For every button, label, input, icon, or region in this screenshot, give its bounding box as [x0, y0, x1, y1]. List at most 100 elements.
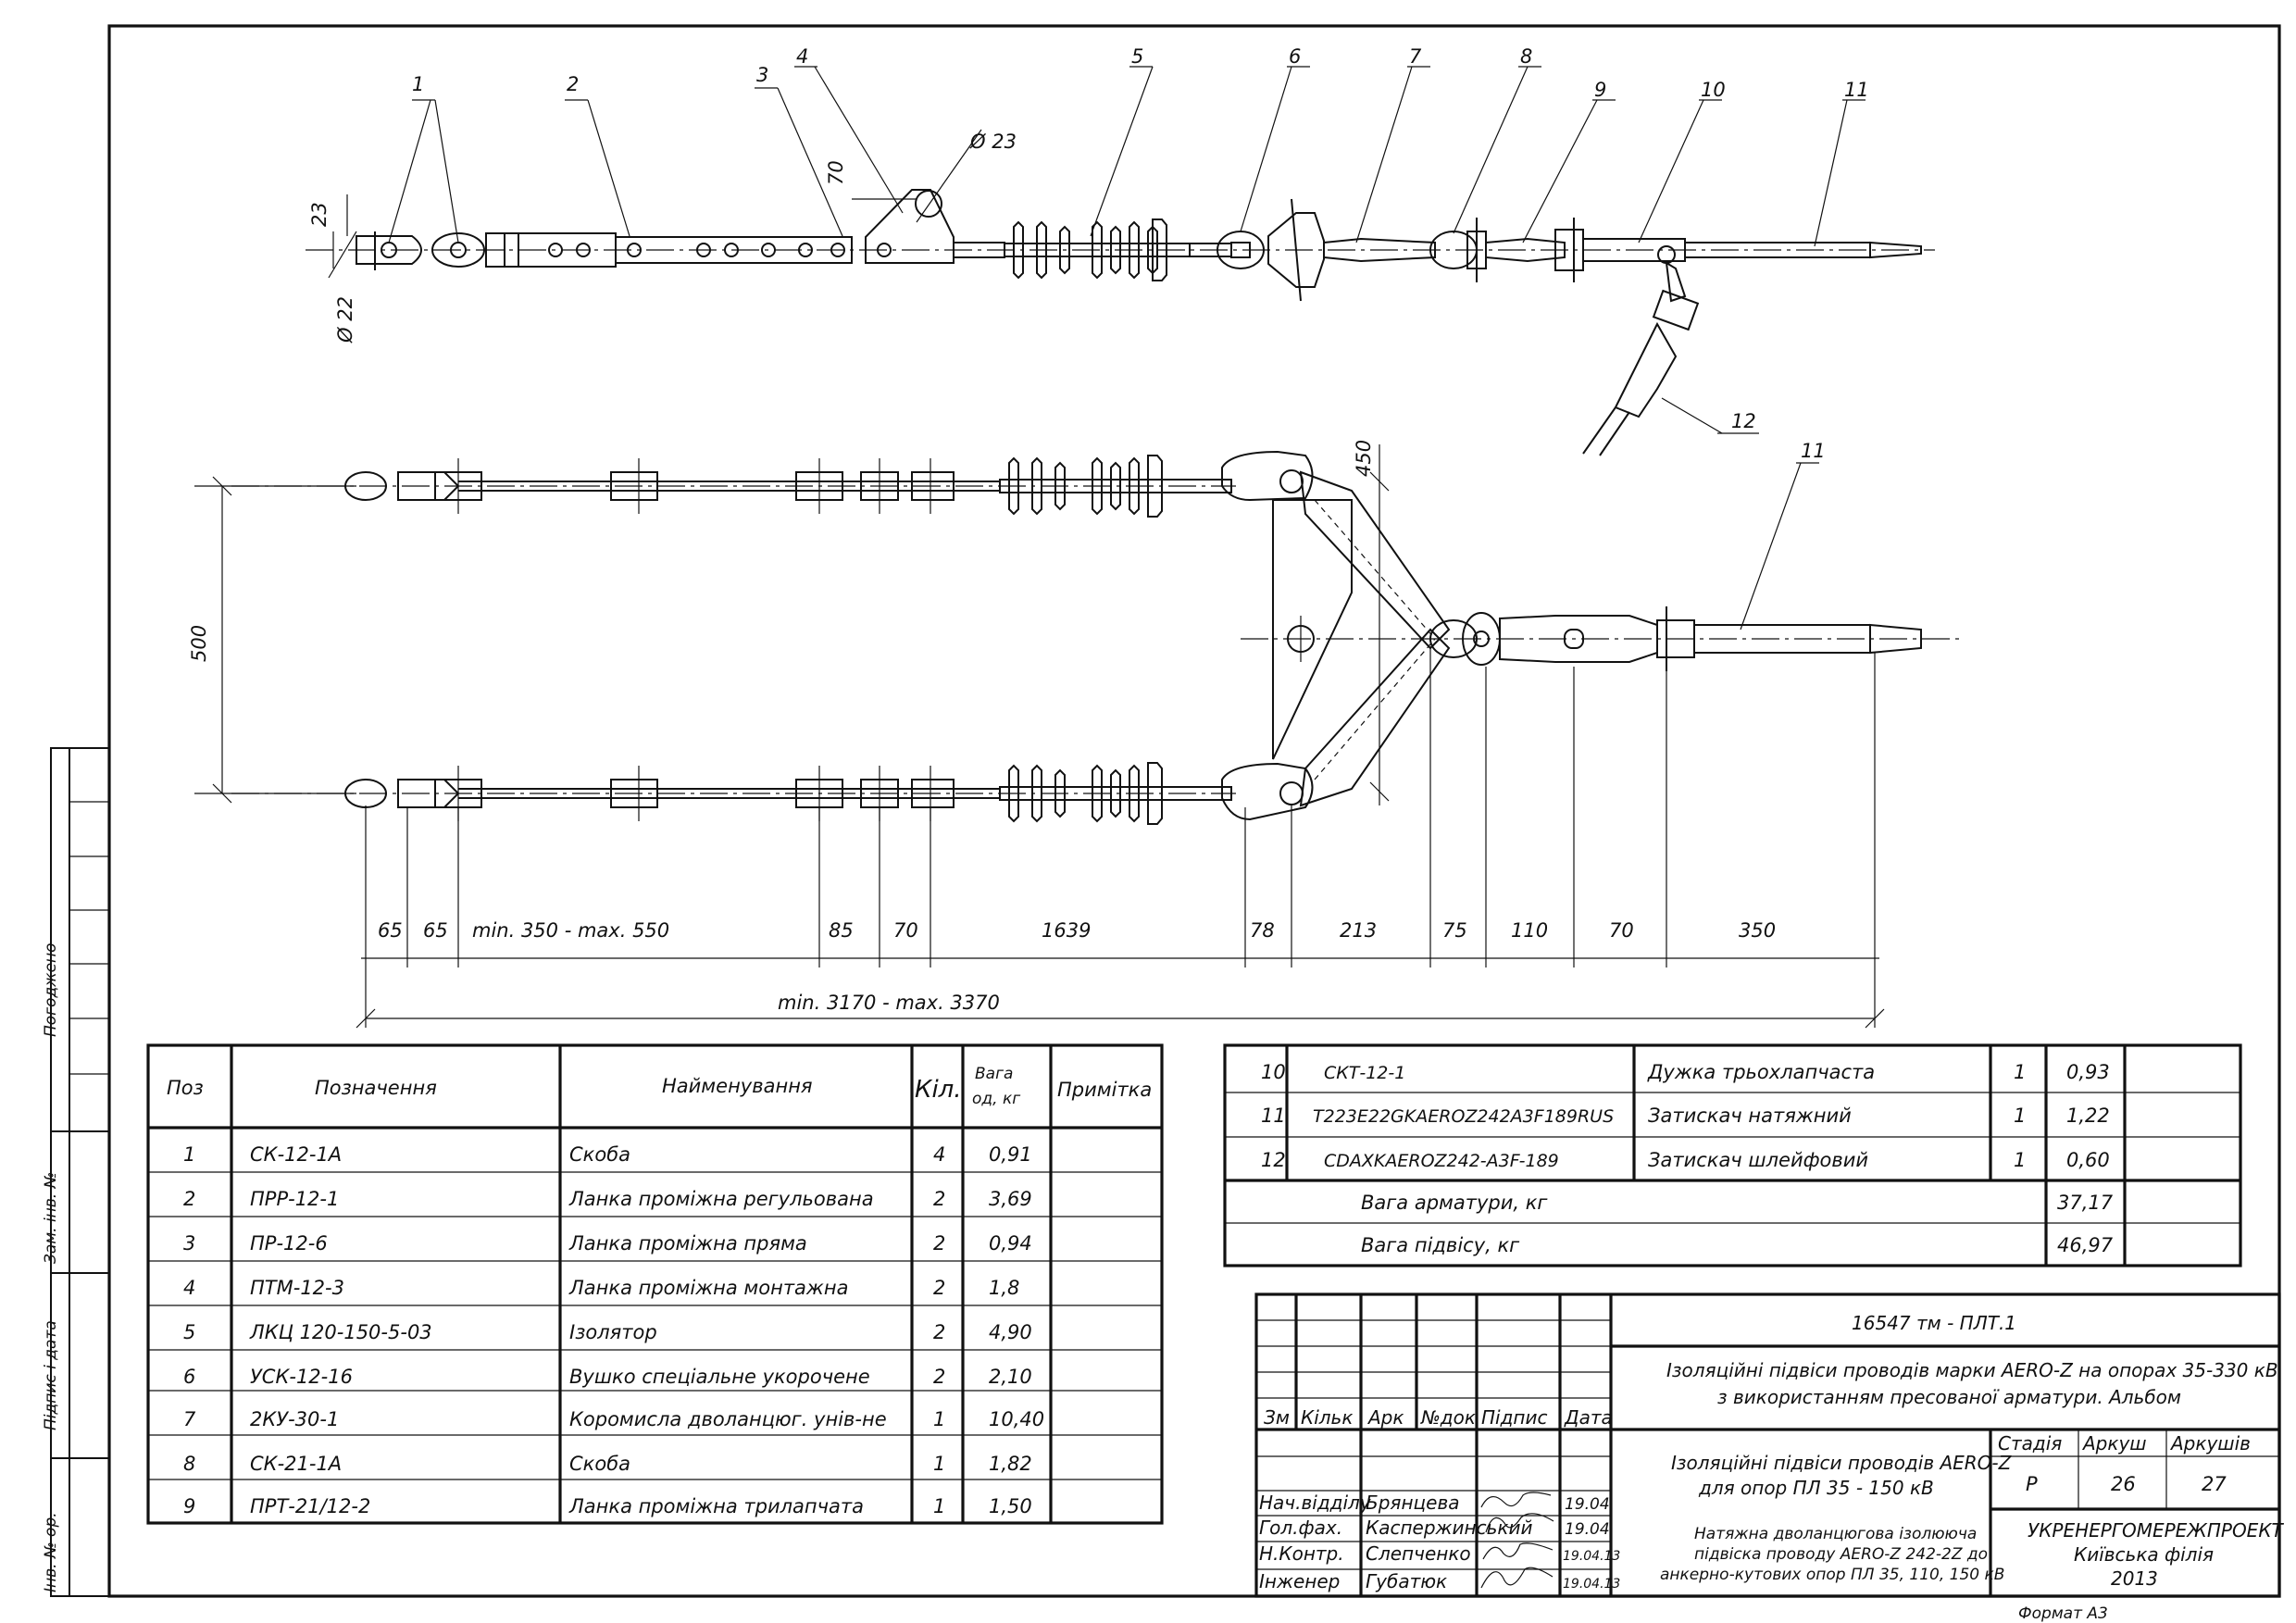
th-note: Примітка [1057, 1079, 1152, 1101]
sheet-title-1: Ізоляційні підвіси проводів AERO-Z [1671, 1452, 2013, 1474]
dim-b-3: 85 [829, 919, 854, 942]
project-title-2: з використанням пресованої арматури. Аль… [1717, 1386, 2181, 1408]
row-designation: ПТМ-12-3 [250, 1277, 344, 1299]
callout-5: 5 [1131, 45, 1143, 68]
row-name: Затискач натяжний [1648, 1105, 1852, 1127]
callout-11: 11 [1844, 79, 1869, 101]
th-pos: Поз [167, 1077, 204, 1099]
dim-d23: Ø 23 [969, 131, 1017, 153]
rev-h-3: №док [1420, 1406, 1476, 1429]
row-qty: 1 [933, 1453, 945, 1475]
side-stamp: Погоджено Зам. інв. № Підпис і дата Інв.… [42, 747, 110, 1597]
row-pos: 2 [183, 1188, 195, 1210]
drawing-title-1: Натяжна дволанцюгова ізолююча [1694, 1525, 1977, 1543]
row-qty: 2 [933, 1232, 945, 1255]
row-designation: УСК-12-16 [250, 1366, 353, 1388]
row-qty: 1 [2014, 1105, 2026, 1127]
signature-3 [1480, 1567, 1554, 1589]
date-2: 19.04.13 [1563, 1549, 1620, 1564]
callout-2: 2 [567, 73, 579, 95]
row-name: Вушко спеціальне укорочене [569, 1366, 870, 1388]
th-name: Найменування [662, 1075, 813, 1097]
doc-code: 16547 тм - ПЛТ.1 [1852, 1312, 2016, 1334]
callout-11-lower: 11 [1801, 440, 1826, 462]
row-name: Коромисла дволанцюг. унів-не [569, 1408, 887, 1430]
row-pos: 10 [1261, 1061, 1286, 1083]
dim-b-4: 70 [893, 919, 918, 942]
dim-500: 500 [188, 625, 210, 662]
row-designation: ПРТ-21/12-2 [250, 1495, 370, 1517]
row-weight: 1,8 [989, 1277, 1019, 1299]
name-2: Слепченко [1366, 1542, 1471, 1565]
row-name: Скоба [569, 1453, 630, 1475]
dim-b-7: 213 [1340, 919, 1377, 942]
row-qty: 2 [933, 1277, 945, 1299]
row-designation: ПР-12-6 [250, 1232, 328, 1255]
signature-2 [1482, 1542, 1554, 1560]
dim-d22: Ø 22 [334, 296, 356, 343]
row-pos: 5 [183, 1321, 195, 1343]
row-pos: 11 [1261, 1105, 1286, 1127]
sheet-title-2: для опор ПЛ 35 - 150 кВ [1698, 1477, 1934, 1499]
dim-b-1: 65 [423, 919, 448, 942]
callout-8: 8 [1520, 45, 1532, 68]
dim-overall: min. 3170 - max. 3370 [778, 992, 1000, 1014]
stamp-inv-orig: Інв. № ор. [42, 1512, 60, 1592]
sheet-value: 26 [2111, 1473, 2136, 1495]
row-pos: 12 [1261, 1149, 1286, 1171]
date-3: 19.04.13 [1563, 1577, 1620, 1592]
callout-numbers: 1 2 3 4 5 6 7 8 9 10 11 12 11 [412, 45, 1869, 462]
dim-b-11: 350 [1739, 919, 1776, 942]
callout-6: 6 [1289, 45, 1301, 68]
name-0: Брянцева [1366, 1492, 1459, 1514]
total-assembly-value: 46,97 [2057, 1234, 2114, 1256]
role-2: Н.Контр. [1259, 1542, 1344, 1565]
rev-h-0: Зм [1264, 1406, 1290, 1429]
row-name: Ланка проміжна трилапчата [568, 1495, 864, 1517]
dim-23: 23 [308, 202, 331, 227]
row-qty: 1 [933, 1495, 945, 1517]
row-name: Ізолятор [569, 1321, 657, 1343]
drawing-title-2: підвіска проводу AERO-Z 242-2Z до [1694, 1545, 1988, 1564]
row-weight: 10,40 [989, 1408, 1044, 1430]
row-weight: 4,90 [989, 1321, 1032, 1343]
date-1: 19.04 [1565, 1520, 1610, 1539]
row-pos: 7 [183, 1408, 196, 1430]
lower-chain [344, 762, 1314, 825]
dim-b-6: 78 [1250, 919, 1275, 942]
rev-h-5: Дата [1564, 1406, 1613, 1429]
row-designation: Т223Е22GKAEROZ242A3F189RUS [1313, 1106, 1614, 1127]
dim-b-0: 65 [378, 919, 403, 942]
dim-70-top: 70 [825, 160, 847, 185]
org-branch: Київська філія [2074, 1543, 2214, 1566]
total-fittings-value: 37,17 [2057, 1192, 2114, 1214]
callout-10: 10 [1701, 79, 1726, 101]
row-qty: 1 [2014, 1061, 2026, 1083]
rev-h-4: Підпис [1481, 1406, 1548, 1429]
stamp-sign-date: Підпис і дата [42, 1320, 60, 1430]
callout-3: 3 [756, 64, 768, 86]
rev-h-1: Кільк [1301, 1406, 1353, 1429]
row-qty: 2 [933, 1366, 945, 1388]
th-weight: Вага [975, 1065, 1013, 1083]
row-pos: 9 [183, 1495, 195, 1517]
row-pos: 6 [183, 1366, 195, 1388]
dimension-lines [194, 129, 1885, 1029]
upper-chain [344, 450, 1314, 518]
dim-b-9: 110 [1511, 919, 1548, 942]
row-weight: 0,91 [989, 1143, 1032, 1166]
row-qty: 2 [933, 1321, 945, 1343]
row-designation: CDAXKAEROZ242-A3F-189 [1324, 1151, 1559, 1171]
row-name: Скоба [569, 1143, 630, 1166]
stage-label: Стадія [1998, 1432, 2062, 1454]
stamp-inv-replace: Зам. інв. № [42, 1172, 60, 1264]
row-name: Затискач шлейфовий [1648, 1149, 1868, 1171]
row-designation: СК-12-1А [250, 1143, 342, 1166]
callout-7: 7 [1409, 45, 1422, 68]
row-weight: 1,82 [989, 1453, 1032, 1475]
dim-450: 450 [1353, 440, 1375, 477]
th-qty: Кіл. [915, 1076, 962, 1104]
stamp-agreed: Погоджено [42, 943, 60, 1037]
